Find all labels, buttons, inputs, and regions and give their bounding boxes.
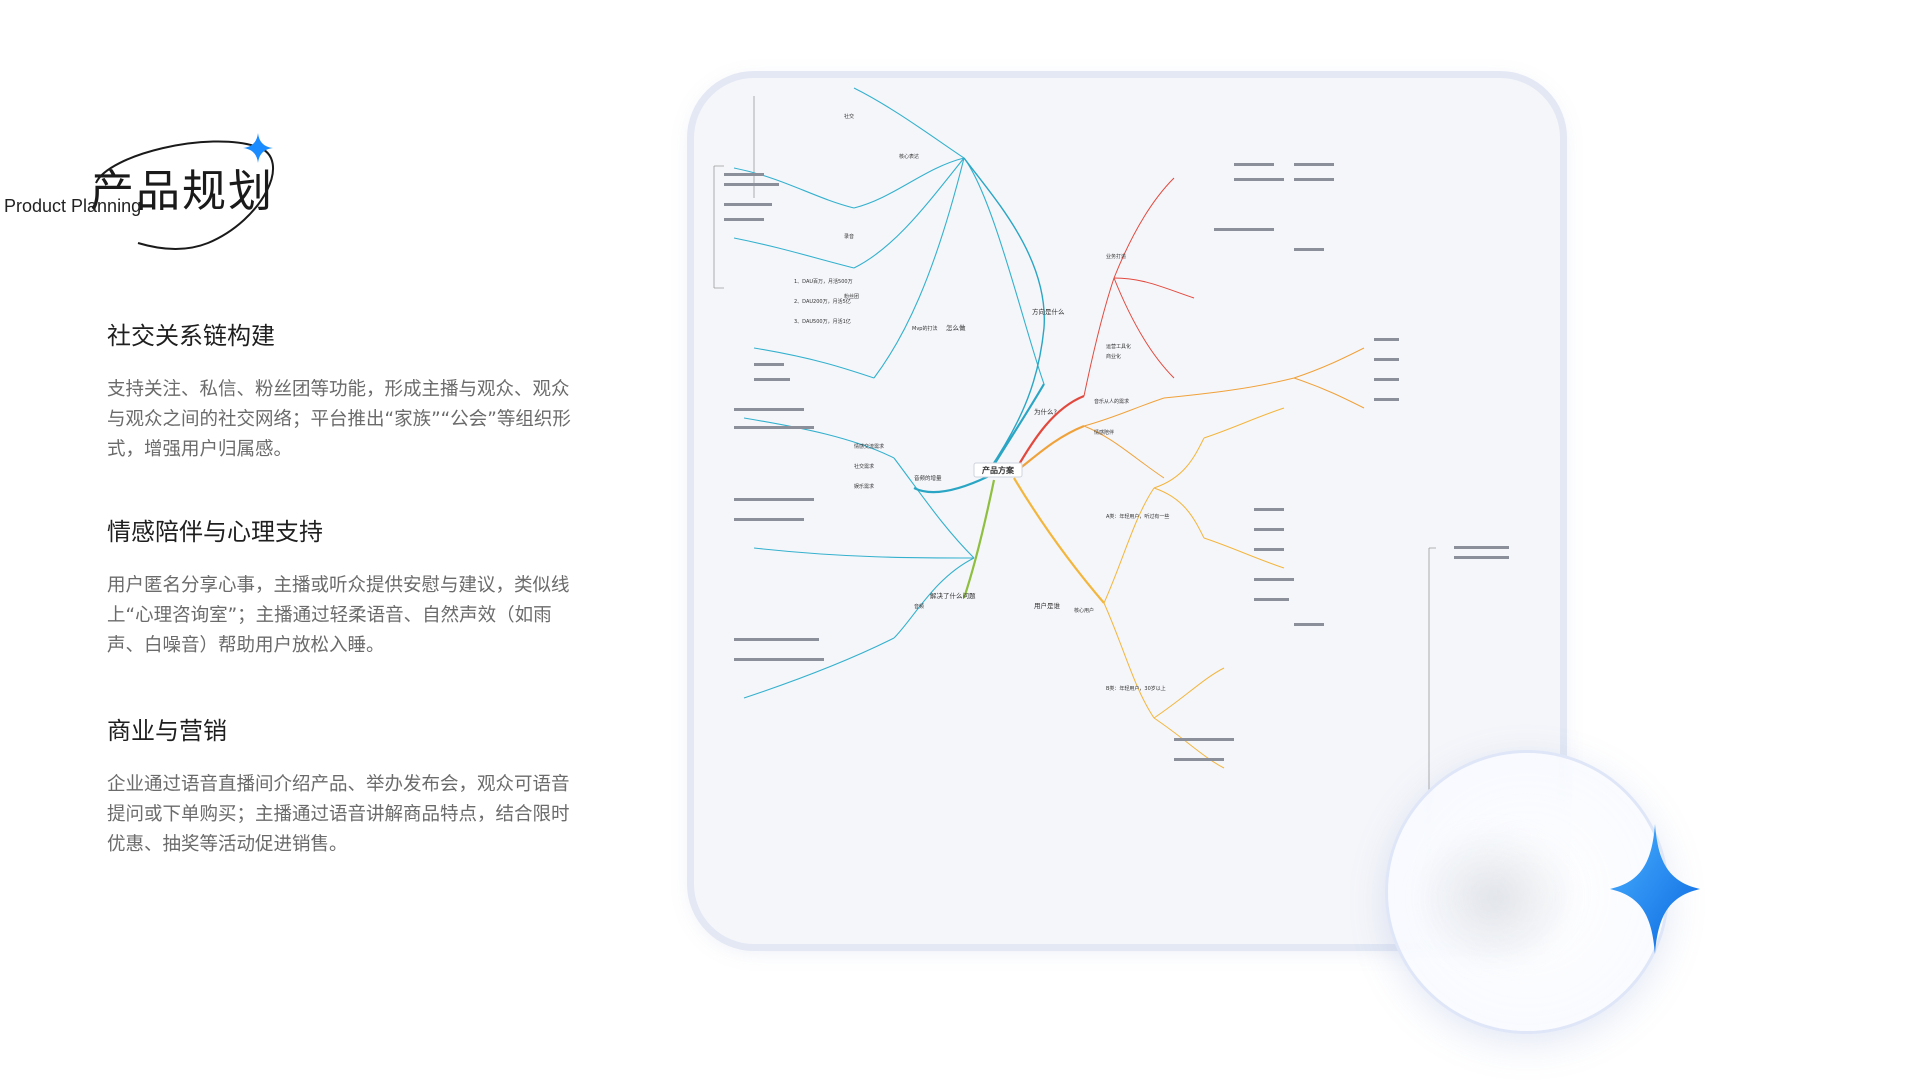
mindmap-diagram: 产品方案 怎么做 方向是什么 为什么? 用户是谁 解决了什么问题 音频的增量 M… — [713, 87, 1509, 879]
node-why1: 音乐从人的需求 — [1094, 398, 1129, 405]
node-record: 录音 — [844, 233, 854, 240]
node-dir1: 业务打造 — [1106, 253, 1126, 260]
mindmap-subtree-lower — [743, 417, 975, 699]
node-mvp: Mvp的打法 — [912, 325, 937, 332]
mindmap-root-box — [973, 462, 1023, 478]
magnifier-lens — [1388, 753, 1666, 1031]
sparkle-icon — [243, 133, 273, 163]
node-gain2: 社交需求 — [854, 463, 874, 470]
mindmap-sub-labels: Mvp的打法 核心表达 粉丝团 社交 录音 1、DAU百万，月活500万 2、D… — [794, 113, 1169, 692]
section-emotion: 情感陪伴与心理支持 用户匿名分享心事，主播或听众提供安慰与建议，类似线上“心理咨… — [107, 512, 577, 661]
section-body: 支持关注、私信、粉丝团等功能，形成主播与观众、观众与观众之间的社交网络；平台推出… — [107, 379, 571, 460]
branch-solve: 解决了什么问题 — [930, 591, 976, 600]
node-phase2: 2、DAU200万，月活5亿 — [794, 298, 851, 305]
mindmap-leaf-marks — [724, 163, 1509, 761]
page-title-block: 产品规划 — [88, 125, 308, 251]
node-dir2: 运营工具化 — [1106, 343, 1131, 350]
mindmap-root: 产品方案 — [982, 465, 1015, 475]
section-body: 企业通过语音直播间介绍产品、举办发布会，观众可语音提问或下单购买；主播通过语音讲… — [107, 774, 570, 855]
branch-direction: 方向是什么 — [1032, 307, 1065, 316]
node-social: 社交 — [844, 113, 854, 120]
branch-why: 为什么? — [1034, 407, 1057, 416]
page-title: 产品规划 — [90, 166, 274, 217]
node-dir3: 商业化 — [1106, 353, 1121, 360]
mindmap-subtree-why — [1083, 347, 1365, 479]
branch-users: 用户是谁 — [1034, 601, 1061, 610]
sparkle-large-icon — [1610, 824, 1700, 954]
node-fans: 粉丝团 — [844, 293, 859, 300]
page-subtitle: Product Planning — [4, 196, 142, 216]
mindmap-main-branches — [913, 157, 1105, 604]
node-phase1: 1、DAU百万，月活500万 — [794, 278, 853, 285]
node-why2: 情感陪伴 — [1094, 429, 1114, 436]
mindmap-card: 产品方案 怎么做 方向是什么 为什么? 用户是谁 解决了什么问题 音频的增量 M… — [694, 78, 1560, 944]
section-commerce: 商业与营销 企业通过语音直播间介绍产品、举办发布会，观众可语音提问或下单购买；主… — [107, 711, 577, 860]
node-phase3: 3、DAU500万，月活1亿 — [794, 318, 851, 325]
section-body: 用户匿名分享心事，主播或听众提供安慰与建议，类似线上“心理咨询室”；主播通过轻柔… — [107, 575, 570, 656]
section-social: 社交关系链构建 支持关注、私信、粉丝团等功能，形成主播与观众、观众与观众之间的社… — [107, 316, 577, 465]
section-title: 商业与营销 — [107, 717, 227, 745]
node-core-expr: 核心表达 — [899, 153, 919, 160]
node-gain3: 娱乐需求 — [854, 483, 874, 490]
mindmap-subtree-upper — [733, 87, 1045, 385]
section-title: 社交关系链构建 — [107, 322, 275, 350]
mindmap-brackets — [713, 96, 1436, 879]
branch-gain: 音频的增量 — [914, 474, 942, 482]
node-persona-a: A类：年轻用户，听过有一些 — [1106, 513, 1169, 520]
mindmap-subtree-direction — [1083, 177, 1195, 397]
title-swoosh-decoration — [95, 140, 275, 251]
node-target: 核心用户 — [1074, 607, 1094, 614]
branch-how: 怎么做 — [946, 323, 966, 332]
mindmap-subtree-users — [1103, 407, 1285, 769]
section-title: 情感陪伴与心理支持 — [107, 518, 323, 546]
node-gain1: 情感交流需求 — [854, 443, 884, 450]
lens-blur — [1410, 823, 1580, 973]
node-solve: 音频 — [914, 603, 924, 610]
node-persona-b: B类：年轻用户，30岁以上 — [1106, 685, 1166, 692]
